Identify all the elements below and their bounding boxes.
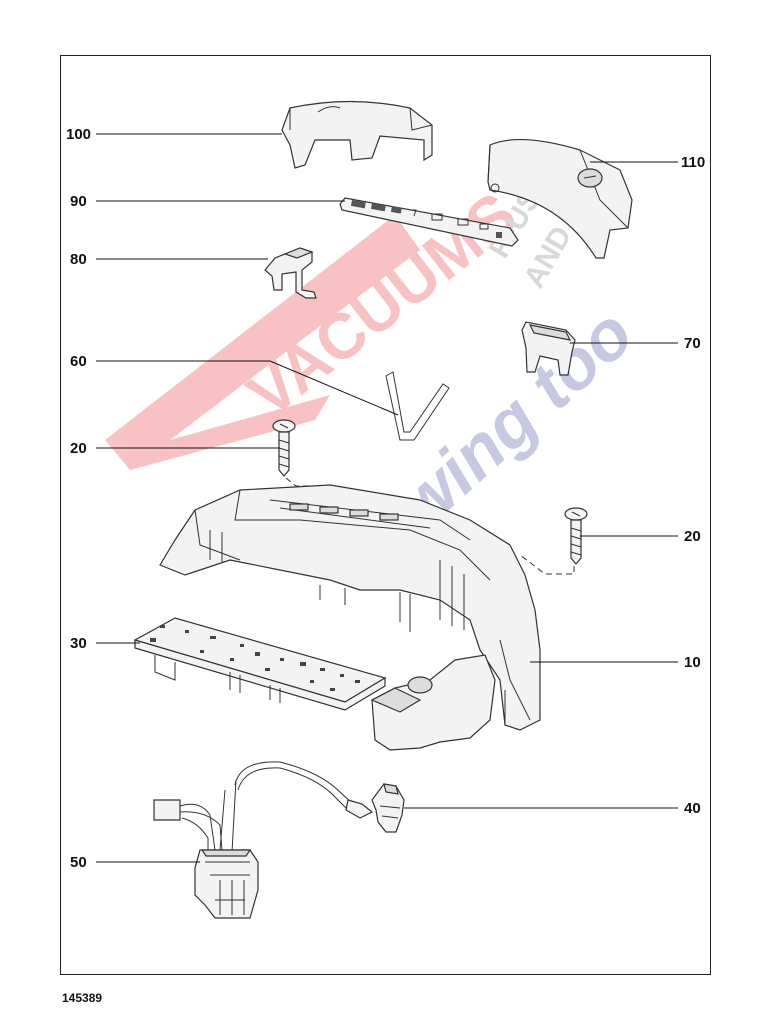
callout-90: 90 — [70, 193, 87, 210]
part-20-screw-left — [272, 419, 326, 487]
part-90-label-strip — [339, 197, 519, 247]
part-20-screw-right — [519, 507, 588, 575]
callout-110: 110 — [681, 154, 705, 171]
callout-labels: 100 90 80 60 20 30 50 110 70 20 10 40 — [66, 126, 705, 871]
callout-40: 40 — [684, 800, 701, 817]
callout-20-left: 20 — [70, 440, 87, 457]
part-40-harness-switch — [234, 761, 405, 833]
callout-80: 80 — [70, 251, 87, 268]
callout-20-right: 20 — [684, 528, 701, 545]
leader-60 — [96, 360, 399, 416]
part-10-main-housing — [159, 484, 541, 751]
callout-100: 100 — [66, 126, 91, 143]
part-80-button — [264, 247, 317, 299]
part-100-top-cover — [281, 100, 433, 169]
callout-50: 50 — [70, 854, 87, 871]
callout-60: 60 — [70, 353, 87, 370]
figure-number: 145389 — [62, 991, 103, 1005]
part-60-spring — [385, 371, 450, 441]
diagram-frame — [60, 55, 711, 975]
part-50-connector — [153, 779, 259, 919]
watermark-red-chevron — [105, 215, 420, 470]
callout-10: 10 — [684, 654, 701, 671]
leader-lines — [96, 133, 678, 863]
part-110-end-cap — [487, 138, 633, 259]
part-70-switch-cap — [521, 321, 576, 376]
callout-70: 70 — [684, 335, 701, 352]
callout-30: 30 — [70, 635, 87, 652]
part-30-circuit-board — [133, 617, 387, 711]
